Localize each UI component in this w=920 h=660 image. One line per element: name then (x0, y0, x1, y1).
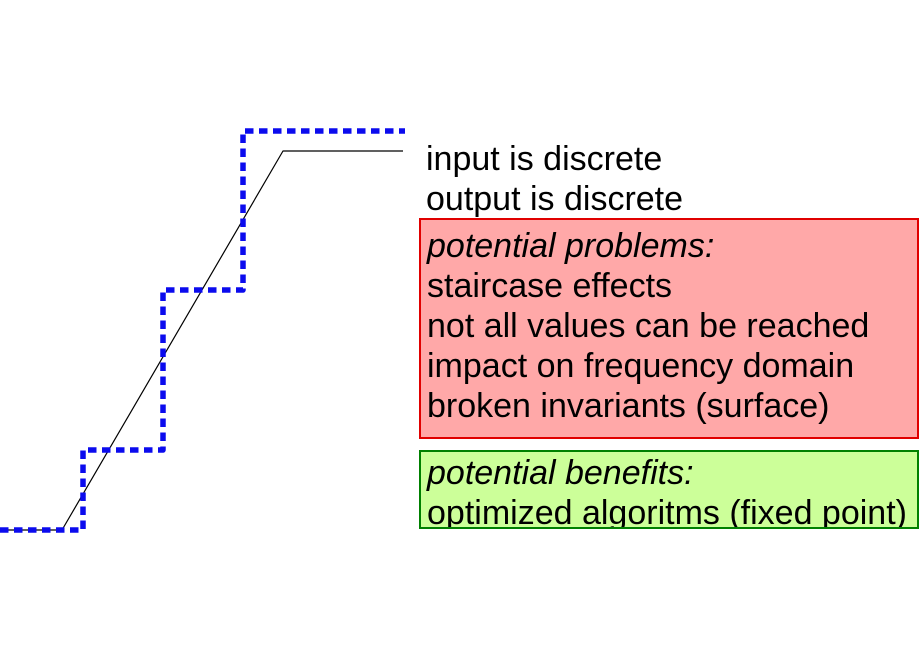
quantized-staircase-line (0, 128, 405, 533)
problems-item: impact on frequency domain (427, 347, 855, 385)
benefits-box: potential benefits: optimized algoritms … (419, 450, 919, 529)
io-annotation: input is discrete output is discrete (426, 139, 683, 219)
problems-item: broken invariants (surface) (427, 387, 830, 425)
annotation-line-output: output is discrete (426, 180, 684, 218)
benefits-item: optimized algoritms (fixed point) (427, 494, 907, 529)
problems-box-title: potential problems: (427, 227, 715, 265)
annotation-line-input: input is discrete (426, 140, 663, 178)
continuous-signal-line (0, 150, 403, 531)
problems-item: not all values can be reached (427, 307, 870, 345)
problems-item: staircase effects (427, 267, 673, 305)
problems-box: potential problems: staircase effects no… (419, 218, 919, 439)
benefits-box-title: potential benefits: (427, 454, 694, 492)
